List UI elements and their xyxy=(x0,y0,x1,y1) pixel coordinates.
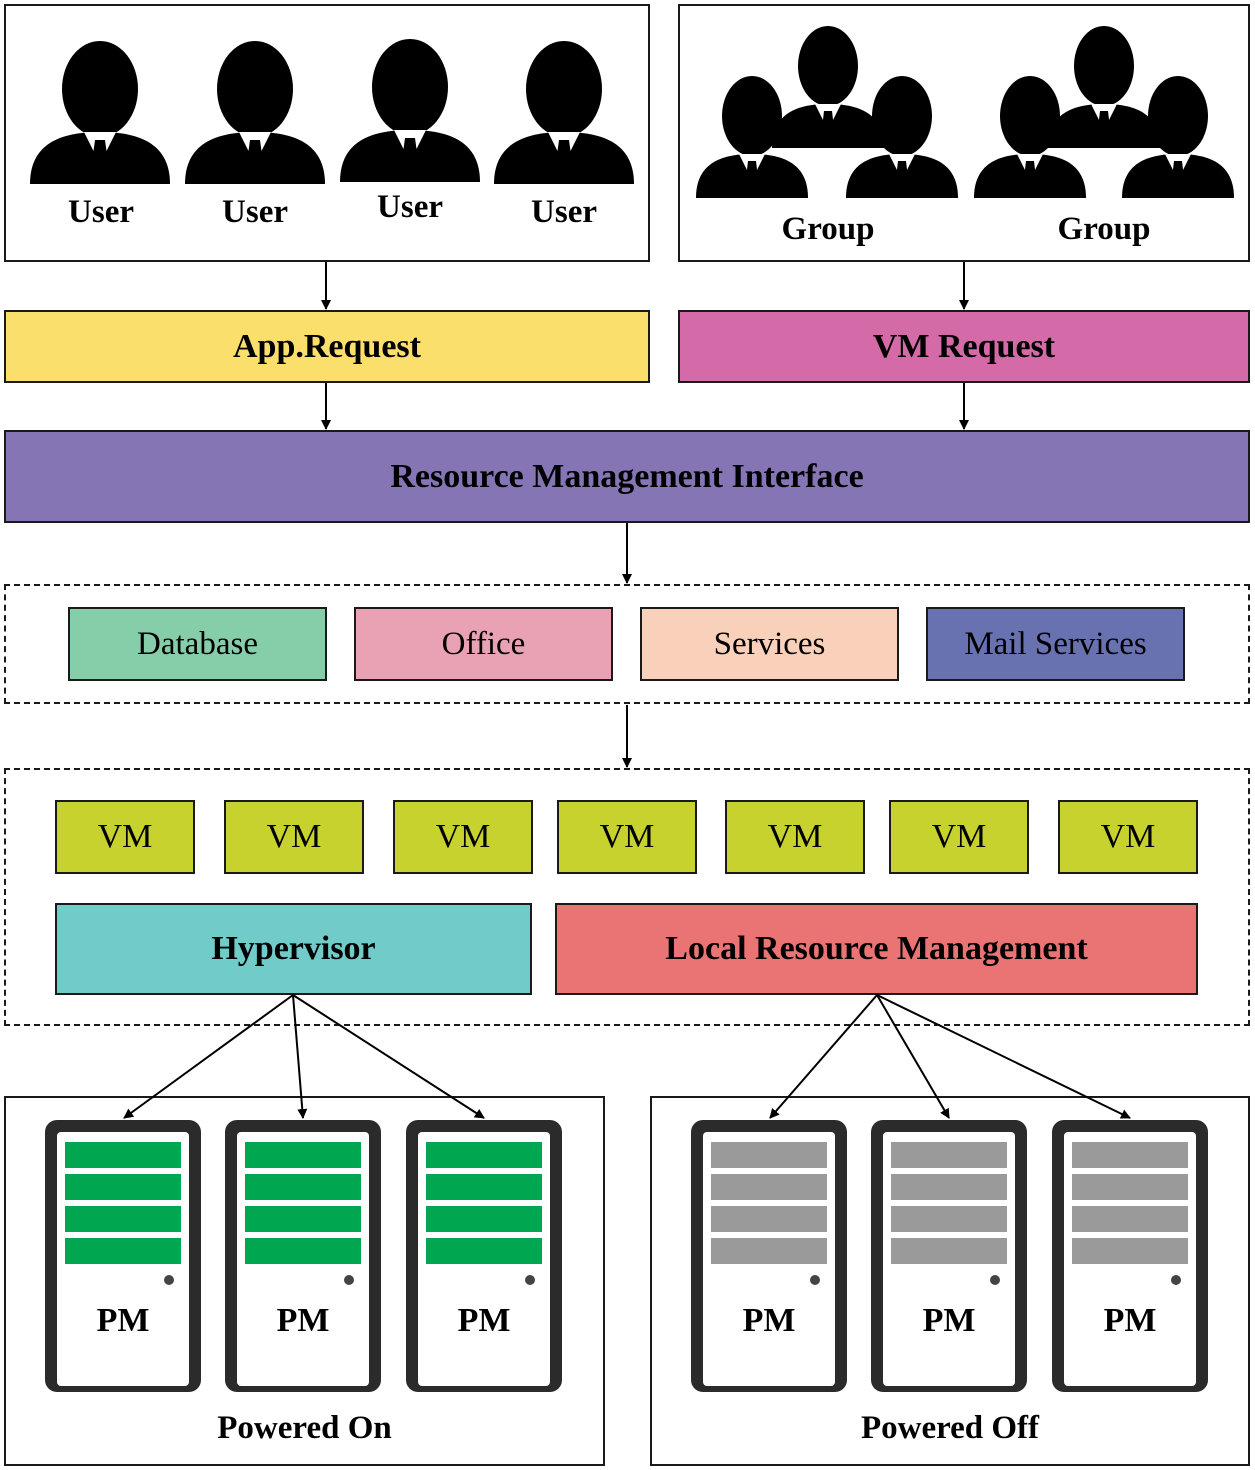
group-label: Group xyxy=(1057,211,1151,247)
vm-box: VM xyxy=(889,800,1029,874)
pm-label: PM xyxy=(1103,1302,1157,1339)
user-label: User xyxy=(68,194,134,230)
group-icon xyxy=(974,26,1234,198)
app-request-bar: App.Request xyxy=(4,310,650,383)
user-icon xyxy=(494,41,634,184)
vm-box: VM xyxy=(725,800,865,874)
service-office: Office xyxy=(354,607,613,681)
service-database: Database xyxy=(68,607,327,681)
service-services: Services xyxy=(640,607,899,681)
user-label: User xyxy=(377,189,443,225)
resource-management-interface: Resource Management Interface xyxy=(4,430,1250,523)
groups-panel: Group Group xyxy=(678,4,1250,262)
vm-request-bar: VM Request xyxy=(678,310,1250,383)
pm-label: PM xyxy=(922,1302,976,1339)
pm-label: PM xyxy=(96,1302,150,1339)
groups-icons xyxy=(696,26,1234,198)
user-label: User xyxy=(222,194,288,230)
users-panel: User User User User xyxy=(4,4,650,262)
vm-box: VM xyxy=(55,800,195,874)
group-icon xyxy=(696,26,958,198)
vm-box: VM xyxy=(557,800,697,874)
user-icon xyxy=(340,39,480,182)
pm-label: PM xyxy=(457,1302,511,1339)
powered-off-title: Powered Off xyxy=(860,1410,1040,1446)
powered-on-title: Powered On xyxy=(217,1410,392,1446)
hypervisor-bar: Hypervisor xyxy=(55,903,532,995)
vm-box: VM xyxy=(1058,800,1198,874)
local-resource-management-bar: Local Resource Management xyxy=(555,903,1198,995)
pm-label: PM xyxy=(742,1302,796,1339)
vm-box: VM xyxy=(224,800,364,874)
group-label: Group xyxy=(781,211,875,247)
pm-label: PM xyxy=(276,1302,330,1339)
user-icon xyxy=(185,41,325,184)
user-label: User xyxy=(531,194,597,230)
service-mail: Mail Services xyxy=(926,607,1185,681)
user-icon xyxy=(30,41,170,184)
vm-box: VM xyxy=(393,800,533,874)
users-icons xyxy=(30,39,634,184)
